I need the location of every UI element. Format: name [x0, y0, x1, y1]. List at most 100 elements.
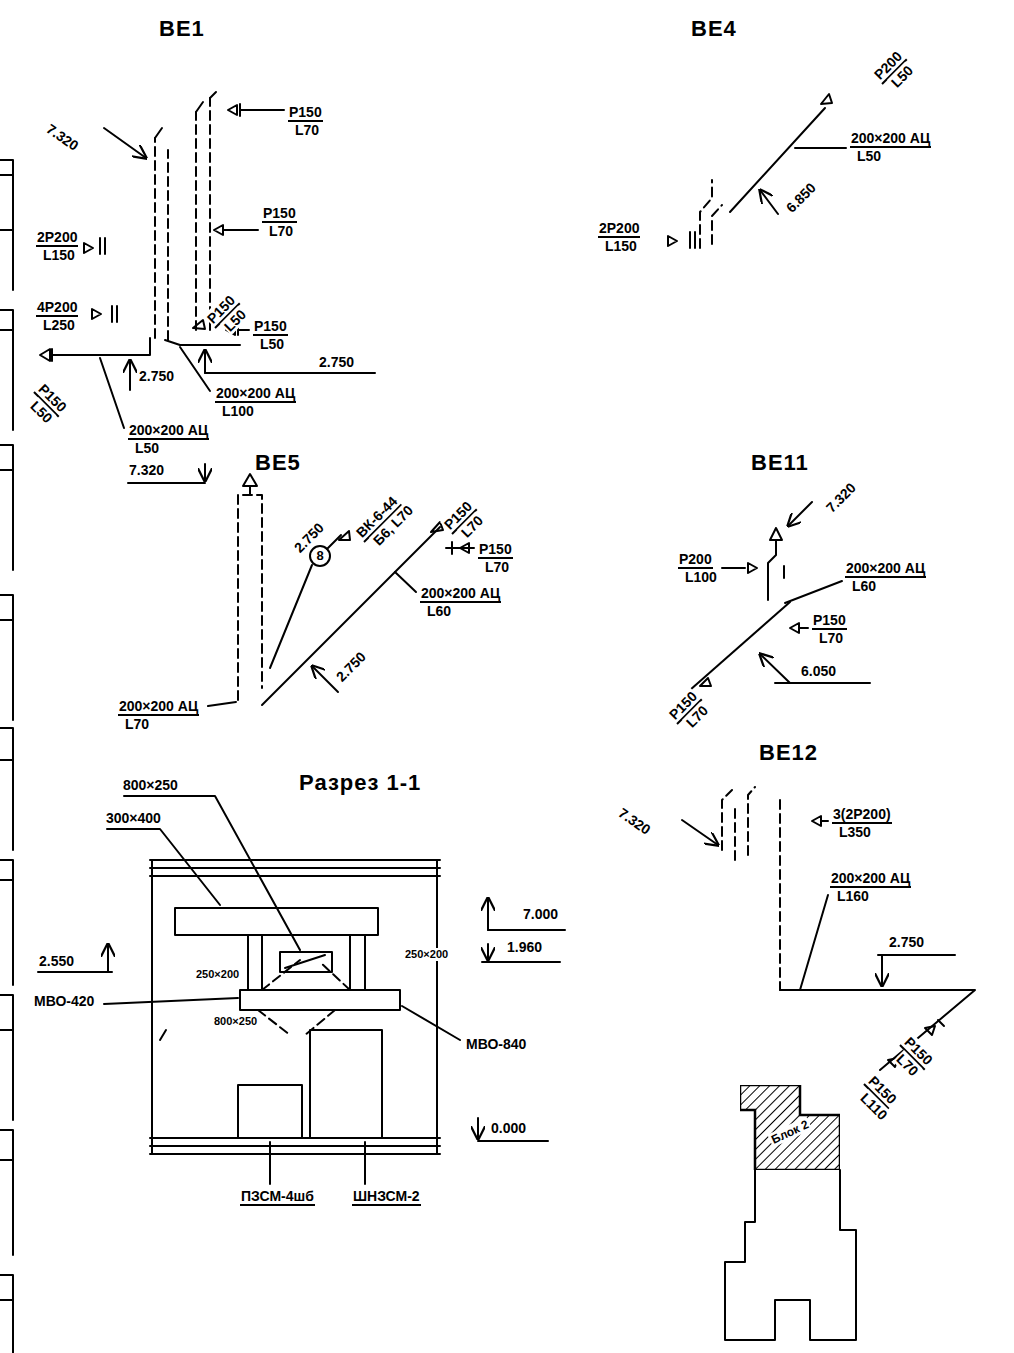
length-label: L100 [221, 403, 255, 419]
elevation-mark: 2.550 [38, 953, 75, 969]
duct-size-label: 250×200 [404, 948, 449, 961]
spec-label: 200×200 АЦ [420, 585, 501, 603]
drawing-line [722, 563, 757, 573]
axonometric-ve11 [690, 502, 870, 690]
drawing-line [722, 787, 780, 990]
length-label: L60 [851, 578, 877, 594]
length-label: L160 [836, 888, 870, 904]
drawing-line [925, 1020, 944, 1035]
drawing-line [204, 350, 206, 373]
drawing-line [100, 358, 124, 428]
length-label: L70 [294, 122, 320, 138]
elevation-mark: 0.000 [490, 1120, 527, 1136]
drawing-line [795, 147, 846, 149]
elevation-mark: 2.750 [332, 648, 370, 686]
duct-size-label: 800×250 [213, 1015, 258, 1028]
length-label: L350 [838, 824, 872, 840]
length-label: L70 [818, 630, 844, 646]
unit-label: ПЗСМ-4шб [240, 1188, 315, 1206]
length-label: L250 [42, 317, 76, 333]
drawing-line [165, 340, 240, 345]
drawing-line [240, 990, 400, 1010]
drawing-line [800, 895, 828, 990]
elevation-mark: 6.850 [782, 179, 820, 217]
spec-label: Р150 [262, 205, 297, 223]
drawing-line [155, 92, 216, 138]
length-label: L50 [134, 440, 160, 456]
drawing-line [788, 502, 812, 526]
drawing-line [270, 1142, 365, 1184]
unit-label: 300×400 [105, 810, 162, 826]
spec-label: 200×200 АЦ [830, 870, 911, 888]
spec-label: 200×200 АЦ [215, 385, 296, 403]
axonometric-ve4 [668, 94, 846, 248]
spec-label: 2Р200 [598, 220, 640, 238]
unit-label: МВО-840 [465, 1036, 527, 1052]
drawing-line [243, 474, 257, 495]
axonometric-ve12 [682, 787, 975, 1070]
drawing-line [487, 898, 489, 930]
drawing-line [682, 820, 718, 845]
drawing-line [312, 666, 338, 692]
diagram-title: ВЕ4 [690, 16, 738, 42]
drawing-line [129, 360, 131, 390]
elevation-mark: 7.320 [615, 804, 655, 838]
drawing-line [327, 531, 350, 549]
drawing-line [0, 160, 13, 1353]
drawing-line [725, 1170, 856, 1340]
drawing-line [785, 581, 842, 603]
drawing-line [881, 956, 883, 986]
drawing-line [780, 990, 975, 1070]
drawing-line [92, 306, 117, 322]
drawing-line [228, 104, 284, 116]
drawing-line [478, 1140, 548, 1142]
drawing-line [40, 338, 150, 361]
drawing-line [160, 1030, 166, 1040]
drawing-line [107, 944, 109, 972]
unit-label: ШНЗСМ-2 [352, 1188, 421, 1206]
drawing-line [258, 960, 350, 1035]
elevation-mark: 2.750 [888, 934, 925, 950]
drawing-line [760, 190, 778, 214]
drawing-line [180, 347, 210, 391]
drawing-line [812, 816, 828, 826]
drawing-line [248, 935, 365, 990]
elevation-mark: 7.320 [43, 120, 83, 154]
spec-label: Р150 [288, 104, 323, 122]
drawing-line [768, 528, 784, 600]
spec-label: 200×200 АЦ [128, 422, 209, 440]
section-1-1 [38, 796, 565, 1184]
elevation-mark: 2.750 [138, 368, 175, 384]
drawing-line [690, 602, 790, 690]
duct-size-label: 250×200 [195, 968, 240, 981]
drawing-line [700, 678, 711, 686]
drawing-line [104, 998, 238, 1004]
drawing-line [155, 98, 210, 340]
drawing-line [487, 944, 489, 960]
length-label: L150 [604, 238, 638, 254]
drawing-line [128, 482, 205, 484]
diagram-title: ВЕ11 [750, 450, 810, 476]
spec-label: 4Р200 [36, 299, 78, 317]
drawing-line [107, 829, 220, 905]
diagram-title: ВЕ5 [254, 450, 302, 476]
building-plan-outline [725, 1170, 856, 1340]
diagram-title: Разрез 1-1 [298, 770, 422, 796]
spec-label: 3(2Р200) [832, 806, 892, 824]
length-label: L50 [259, 336, 285, 352]
spec-label: 200×200 АЦ [118, 698, 199, 716]
drawing-line [668, 232, 695, 248]
length-label: L70 [124, 716, 150, 732]
unit-label: МВО-420 [33, 993, 95, 1009]
drawing-line [204, 464, 206, 481]
drawing-line [38, 971, 112, 973]
spec-label: Р200 [678, 551, 713, 569]
drawing-line [477, 1118, 479, 1139]
hatch-outline [740, 1085, 840, 1170]
drawing-line [700, 180, 722, 248]
drawing-line [208, 702, 236, 706]
spec-label: 200×200 АЦ [845, 560, 926, 578]
drawing-line [760, 654, 790, 683]
